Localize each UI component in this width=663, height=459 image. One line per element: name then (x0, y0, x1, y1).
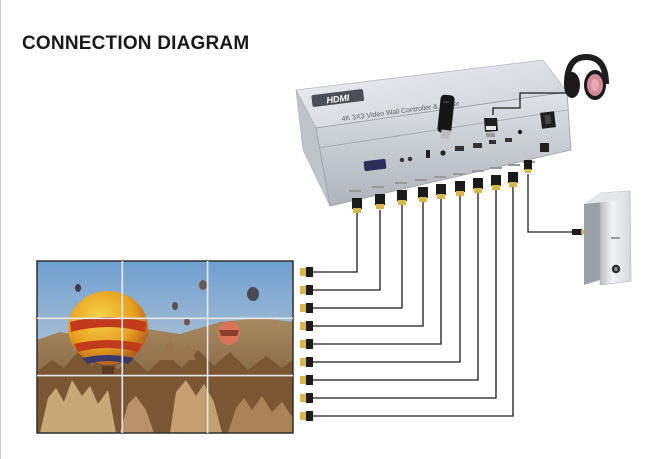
headphones-icon (564, 53, 609, 100)
hdmi-output-cables (312, 186, 514, 417)
pc-tower-icon (584, 190, 632, 286)
device-hdmi-connectors (352, 172, 518, 213)
sd-card-icon (484, 118, 498, 137)
usb-drive-icon (437, 94, 455, 140)
power-switch[interactable] (540, 111, 556, 129)
page-title: CONNECTION DIAGRAM (22, 33, 250, 54)
headphone-cable (492, 92, 567, 115)
left-edge-line (0, 0, 1, 459)
small-balloons (75, 280, 259, 345)
hdmi-logo: HDMI (326, 93, 351, 106)
video-wall-controller: HDMI 4K 3X3 Video Wall Controller & Play… (295, 59, 572, 207)
front-ports (363, 129, 549, 172)
hot-air-balloon (68, 291, 148, 374)
video-wall (36, 260, 294, 434)
wall-hdmi-connectors (300, 267, 313, 421)
pc-input-cable (524, 160, 584, 235)
